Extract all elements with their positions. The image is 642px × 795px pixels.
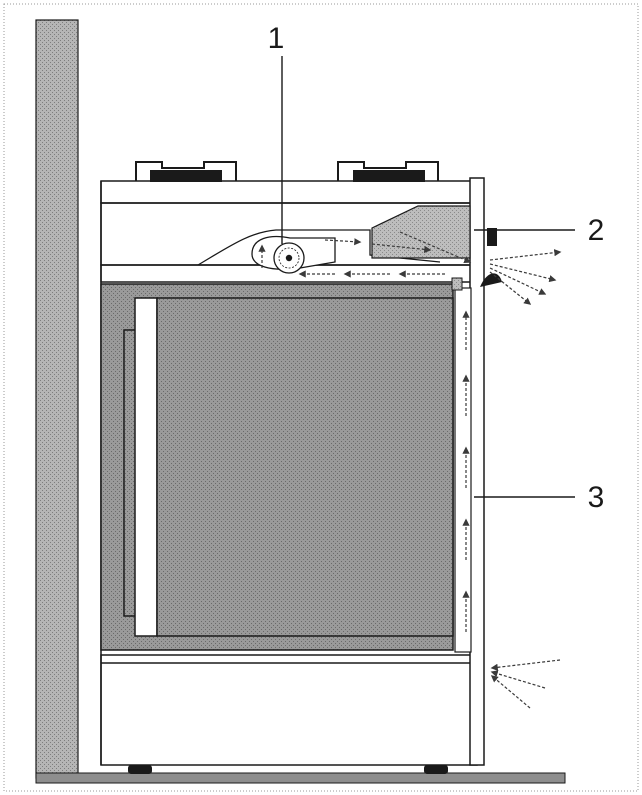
arrow-icon bbox=[490, 670, 546, 689]
control-housing bbox=[371, 205, 497, 259]
airflow-arrows bbox=[258, 231, 562, 709]
arrow-icon bbox=[489, 263, 557, 283]
burner-right bbox=[337, 161, 439, 182]
fan-icon bbox=[251, 235, 336, 274]
air-deflector bbox=[480, 273, 502, 287]
arrow-icon bbox=[489, 267, 547, 295]
callout-3-label: 3 bbox=[588, 481, 605, 514]
cooker-feet bbox=[128, 765, 448, 774]
oven-door bbox=[100, 283, 454, 651]
arrow-icon bbox=[490, 659, 561, 671]
outer-frame bbox=[3, 3, 639, 792]
callout-leaders bbox=[281, 56, 575, 498]
burner-left bbox=[135, 161, 237, 182]
side-air-duct bbox=[454, 287, 472, 653]
arrow-icon bbox=[489, 271, 532, 305]
callout-2-label: 2 bbox=[588, 214, 605, 247]
arrow-icon bbox=[489, 249, 562, 261]
arrow-icon bbox=[399, 231, 472, 264]
callout-1-label: 1 bbox=[268, 22, 285, 55]
front-panel bbox=[469, 177, 485, 766]
air-channel bbox=[197, 229, 441, 266]
vent-grille bbox=[451, 277, 463, 291]
wall bbox=[35, 19, 79, 779]
arrow-icon bbox=[324, 238, 362, 246]
floor bbox=[35, 772, 566, 784]
arrow-icon bbox=[490, 675, 531, 709]
